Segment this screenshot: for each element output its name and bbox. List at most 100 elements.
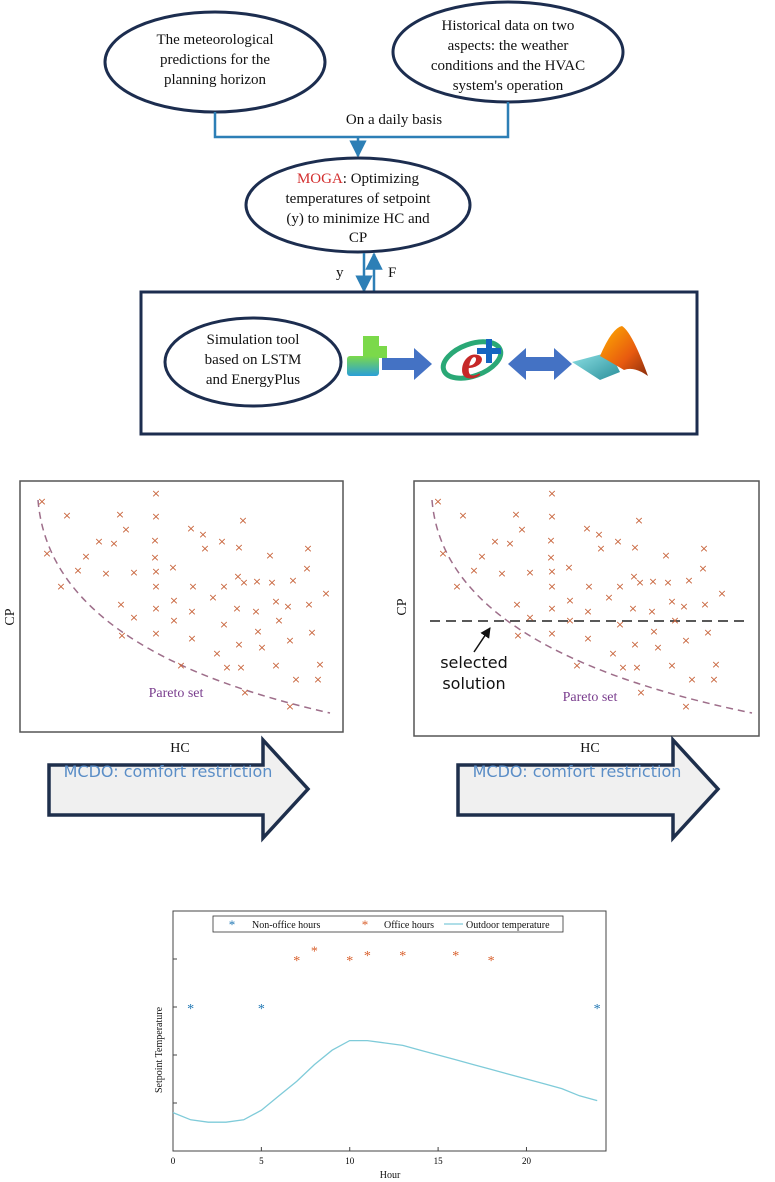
pareto-cross-marker: × (285, 634, 294, 647)
pareto-cross-marker: × (62, 509, 71, 522)
pareto-cross-marker: × (653, 641, 662, 654)
outdoor-temperature-line (172, 1039, 598, 1123)
pareto-cross-marker: × (525, 566, 534, 579)
pareto-cross-marker: × (452, 580, 461, 593)
chart-legend: * Non-office hours * Office hours Outdoo… (212, 915, 564, 933)
simulation-tool-ellipse (163, 316, 343, 408)
moga-text-line-2: temperatures of setpoint (286, 191, 432, 207)
selected-label-line-1: selected (440, 653, 508, 672)
legend-marker-nonoffice: * (229, 917, 236, 932)
pareto-cross-marker: × (698, 562, 707, 575)
sim-text-line-2: based on LSTM (205, 352, 302, 368)
pareto-cross-marker: × (222, 661, 231, 674)
pareto-cross-marker: × (176, 659, 185, 672)
pareto-cross-marker: × (271, 595, 280, 608)
pareto-cross-marker: × (636, 686, 645, 699)
hc-axis-label-left: HC (170, 741, 189, 756)
pareto-cross-marker: × (565, 614, 574, 627)
pareto-curve-left (37, 499, 331, 714)
pareto-cross-marker: × (608, 647, 617, 660)
pareto-cross-marker: × (169, 614, 178, 627)
double-arrow-icon (508, 348, 572, 380)
pareto-cross-marker: × (667, 595, 676, 608)
pareto-cross-marker: × (151, 602, 160, 615)
pareto-frame-right (413, 480, 760, 737)
pareto-cross-marker: × (583, 605, 592, 618)
pareto-cross-marker: × (703, 626, 712, 639)
matlab-icon (572, 326, 648, 380)
pareto-cross-marker: × (630, 638, 639, 651)
historical-text-line-4: system's operation (453, 78, 564, 94)
moga-line-1-rest: : Optimizing (343, 171, 420, 187)
pareto-cross-marker: × (117, 629, 126, 642)
pareto-cross-marker: × (200, 542, 209, 555)
pareto-cross-marker: × (687, 673, 696, 686)
pareto-cross-marker: × (304, 598, 313, 611)
pareto-cross-marker: × (239, 576, 248, 589)
office-point: * (311, 944, 318, 959)
pareto-cross-marker: × (679, 600, 688, 613)
pareto-cross-marker: × (313, 673, 322, 686)
pareto-cross-marker: × (81, 550, 90, 563)
lstm-tool-icon (347, 336, 387, 376)
selected-solution-pointer (473, 627, 491, 653)
pareto-cross-marker: × (629, 570, 638, 583)
moga-keyword: MOGA (297, 171, 343, 187)
pareto-cross-marker: × (661, 549, 670, 562)
pareto-cross-marker: × (630, 541, 639, 554)
pareto-cross-marker: × (169, 594, 178, 607)
pareto-cross-marker: × (458, 509, 467, 522)
meteo-text-line-1: The meteorological (156, 32, 273, 48)
pareto-cross-marker: × (517, 523, 526, 536)
pareto-cross-marker: × (303, 542, 312, 555)
pareto-cross-marker: × (615, 618, 624, 631)
pareto-cross-marker: × (613, 535, 622, 548)
pareto-cross-marker: × (670, 614, 679, 627)
x-tick-label: 10 (345, 1156, 355, 1166)
x-tick-label: 20 (522, 1156, 532, 1166)
pareto-cross-marker: × (234, 638, 243, 651)
pareto-cross-marker: × (240, 686, 249, 699)
pareto-crosses-right: ××××××××××××××××××××××××××××××××××××××××… (433, 487, 726, 713)
pareto-cross-marker: × (497, 567, 506, 580)
pareto-set-label-right: Pareto set (563, 690, 618, 705)
pareto-cross-marker: × (547, 565, 556, 578)
legend-box (212, 915, 564, 933)
pareto-cross-marker: × (681, 634, 690, 647)
pareto-cross-marker: × (634, 514, 643, 527)
pareto-cross-marker: × (283, 600, 292, 613)
meteo-text-line-2: predictions for the (160, 52, 270, 68)
chart-y-axis-label: Setpoint Temperature (154, 1006, 165, 1093)
mcdo-label-right: MCDO: comfort restriction (473, 762, 682, 781)
mcdo-arrow-right: MCDO: comfort restriction (456, 735, 721, 843)
pareto-cross-marker: × (700, 598, 709, 611)
chart-x-axis-label: Hour (380, 1170, 401, 1181)
office-point: * (452, 949, 459, 964)
flow-section: The meteorological predictions for the p… (103, 0, 699, 436)
pareto-cross-marker: × (511, 508, 520, 521)
pareto-cross-marker: × (572, 659, 581, 672)
pareto-cross-marker: × (618, 661, 627, 674)
pareto-cross-marker: × (109, 537, 118, 550)
pareto-cross-marker: × (547, 627, 556, 640)
pareto-cross-marker: × (596, 542, 605, 555)
pareto-cross-marker: × (288, 574, 297, 587)
pareto-curve-right (431, 499, 753, 714)
pareto-cross-marker: × (37, 495, 46, 508)
setpoint-y-label: y (336, 265, 344, 281)
pareto-cross-marker: × (271, 659, 280, 672)
mcdo-arrow-shape-left (47, 735, 311, 843)
pareto-panel-right: ××××××××××××××××××××××××××××××××××××××××… (395, 480, 760, 756)
svg-text:e: e (461, 333, 483, 389)
pareto-cross-marker: × (274, 614, 283, 627)
pareto-cross-marker: × (129, 611, 138, 624)
pareto-cross-marker: × (307, 626, 316, 639)
pareto-cross-marker: × (547, 602, 556, 615)
moga-ellipse (244, 156, 472, 254)
chart-points: ********** (187, 944, 600, 1017)
historical-text-line-3: conditions and the HVAC (431, 58, 585, 74)
pareto-cross-marker: × (94, 535, 103, 548)
pareto-cross-marker: × (129, 566, 138, 579)
mcdo-arrow-shape-right (456, 735, 721, 843)
